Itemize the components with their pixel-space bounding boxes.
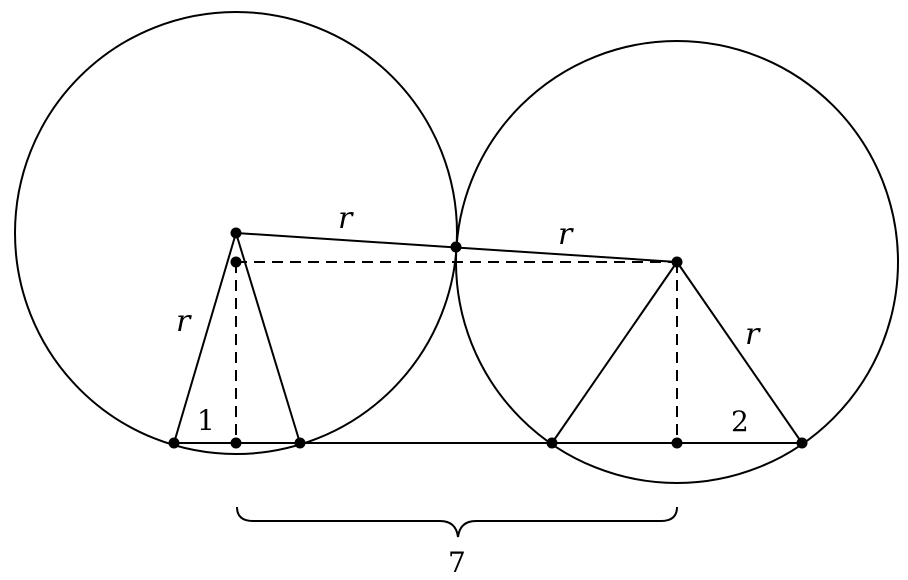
- chord-point-b: [230, 437, 242, 449]
- radius-label-left-center: r: [338, 201, 354, 236]
- chord-point-c: [294, 437, 306, 449]
- chord-point-a: [168, 437, 180, 449]
- radius-label-right-triangle: r: [745, 317, 761, 352]
- curly-brace: [236, 506, 678, 538]
- segment-label-1: 1: [197, 404, 215, 437]
- tangent-point: [450, 241, 462, 253]
- left-center-point: [230, 227, 242, 239]
- distance-label-7: 7: [448, 546, 466, 579]
- left-radius-segment-2: [235, 232, 301, 444]
- chord-point-d: [546, 437, 558, 449]
- left-radius-segment: [173, 232, 237, 444]
- left-foot-point-top: [230, 256, 242, 268]
- right-center-point: [671, 256, 683, 268]
- radius-label-left-triangle: r: [176, 304, 192, 339]
- right-radius-segment-2: [676, 261, 803, 444]
- right-radius-segment: [551, 261, 678, 444]
- chord-point-e: [671, 437, 683, 449]
- segment-label-2: 2: [731, 405, 749, 438]
- radius-label-right-center: r: [558, 217, 574, 252]
- chord-point-f: [796, 437, 808, 449]
